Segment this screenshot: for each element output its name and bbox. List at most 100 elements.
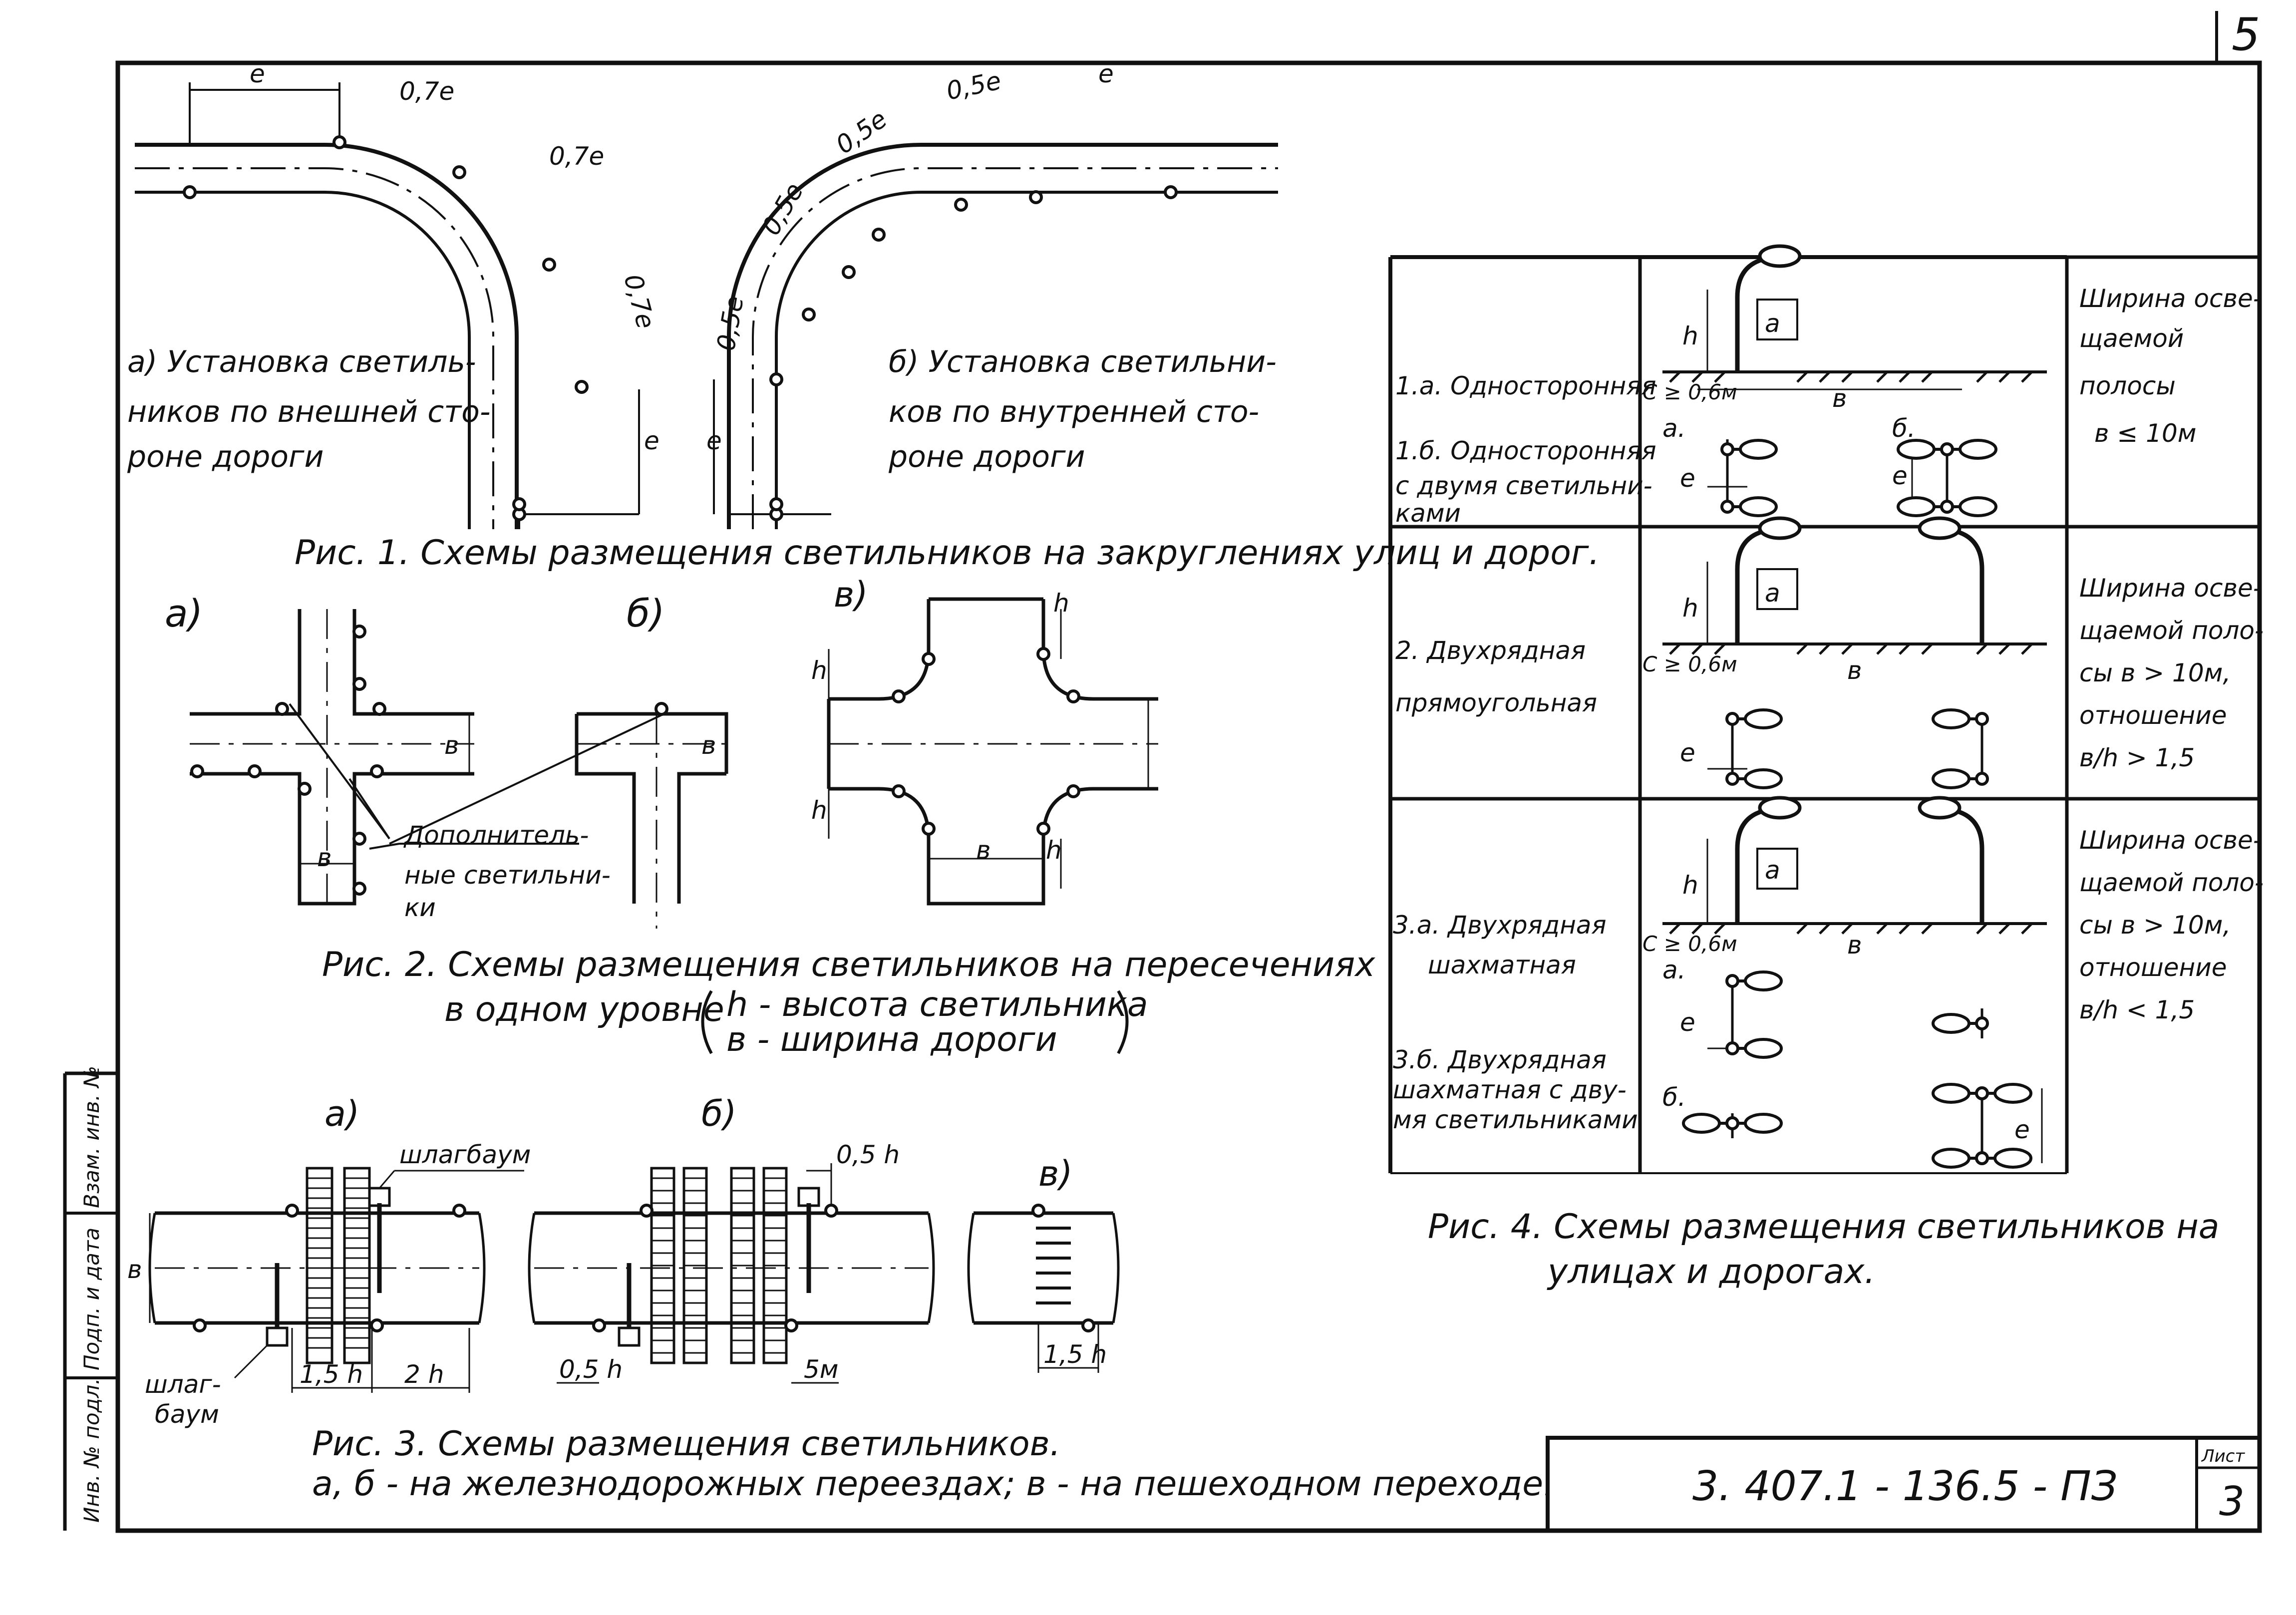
fig2-scheme-a [190, 609, 474, 906]
fig4-row2-fixtures [1727, 710, 1987, 788]
fig4-row3-fixtures [1683, 972, 2031, 1167]
row3-width-1: Ширина осве- [2079, 826, 2262, 855]
fig3-dim-2: 1,5 h [300, 1360, 363, 1389]
fig3-ties-a [307, 1177, 369, 1349]
row2-name-1: 2. Двухрядная [1395, 636, 1586, 665]
fig3-barrier-label: шлагбаум [399, 1140, 531, 1169]
fig3-barrier2-1: шлаг- [145, 1370, 221, 1399]
row3-dim-b: в [1847, 931, 1862, 960]
fig3-dim-4: 0,5 h [836, 1140, 900, 1169]
fig3-label-b: б) [701, 1093, 736, 1134]
fig4-row1-fixtures [1722, 440, 1996, 516]
fig2-note-2: ные светильни- [404, 861, 611, 890]
fig2-lamps-b [656, 703, 667, 714]
fig1-desc-a-1: а) Установка светиль- [127, 344, 476, 379]
row2-width-1: Ширина осве- [2079, 574, 2262, 603]
fig4-row1-text: 1.а. Односторонняя 1.б. Односторонняя с … [1395, 284, 2262, 528]
fig3-caption: Рис. 3. Схемы размещения светильников. а… [312, 1424, 1554, 1504]
dim-b-4: 0,5е [944, 66, 1003, 106]
fig4-caption: Рис. 4. Схемы размещения светильников на… [1428, 1207, 2219, 1292]
row1-width-3: полосы [2079, 371, 2176, 400]
fig3-label-a: а) [325, 1093, 359, 1134]
sheet-label: Лист [2201, 1446, 2245, 1466]
fig2-caption: Рис. 2. Схемы размещения светильников на… [322, 945, 1375, 1059]
dim-a-2: 0,7е [399, 77, 454, 106]
row1-name-4: ками [1395, 499, 1461, 528]
fig3-dim-6: 5м [804, 1355, 839, 1384]
fig2-dim-4: в [976, 836, 990, 865]
row3-dim-a: a [1765, 856, 1780, 885]
frame [63, 11, 2262, 1533]
fig3-caption-2: а, б - на железнодорожных переездах; в -… [312, 1464, 1554, 1504]
fig1-desc-b: б) Установка светильни- ков по внутренне… [888, 344, 1277, 474]
stamp-code: 3. 407.1 - 136.5 - ПЗ [1692, 1463, 2117, 1510]
fig3-scheme-a [148, 1167, 524, 1393]
fig2-scheme-c [827, 597, 1158, 906]
row1-dim-e2: е [1892, 461, 1908, 490]
row2-dim-b: в [1847, 656, 1862, 685]
fig2-label-b: б) [627, 591, 665, 636]
dim-a-1: е [250, 59, 265, 88]
row1-width-4: в ≤ 10м [2094, 419, 2197, 448]
top-page-number: 5 [2232, 8, 2260, 61]
dim-b-5: е [1098, 59, 1114, 88]
fig2-caption-1: Рис. 2. Схемы размещения светильников на… [322, 945, 1375, 984]
fig4-row3-text: 3.а. Двухрядная шахматная 3.б. Двухрядна… [1393, 826, 2264, 1144]
row1-name-3: с двумя светильни- [1395, 471, 1652, 500]
fig1-desc-b-2: ков по внутренней сто- [889, 394, 1259, 429]
fig3-dim-7: 1,5 h [1043, 1340, 1107, 1369]
row2-width-5: в/h > 1,5 [2079, 743, 2195, 772]
fig3-dims: шлагбаум шлаг- баум в 1,5 h 2 h 0,5 h 0,… [127, 1140, 1107, 1429]
fig1-scheme-b [713, 143, 1278, 529]
fig2-dim-8: h [1046, 836, 1062, 865]
row2-name-2: прямоугольная [1395, 688, 1597, 717]
row1-dim-c: С ≥ 0,6м [1642, 380, 1737, 404]
fig1-desc-a: а) Установка светиль- ников по внешней с… [127, 344, 491, 474]
fig4-table [1388, 255, 2260, 1174]
row1-dim-a: a [1765, 309, 1780, 338]
row1-name-1: 1.а. Односторонняя [1395, 371, 1656, 400]
row3-dim-e1: е [1680, 1008, 1695, 1037]
fig1-desc-a-3: роне дороги [127, 439, 324, 474]
fig1-desc-b-1: б) Установка светильни- [889, 344, 1277, 379]
side-stamp-1: Инв. № подл. [79, 1378, 104, 1523]
fig3-dim-5: 0,5 h [559, 1355, 623, 1384]
dim-b-1: 0,5е [711, 294, 749, 353]
dim-b-6: е [706, 426, 722, 455]
row2-width-2: щаемой поло- [2079, 616, 2264, 645]
row1-width-2: щаемой [2079, 324, 2184, 353]
row3-sub-b: б. [1662, 1083, 1686, 1112]
fig3-scheme-b [528, 1163, 935, 1384]
row1-dim-e1: е [1680, 464, 1695, 493]
row1-width-1: Ширина осве- [2079, 284, 2262, 313]
side-stamp: Инв. № подл. Подп. и дата Взам. инв. № [79, 1066, 104, 1523]
row2-dim-a: a [1765, 579, 1780, 608]
fig2-label-c: в) [834, 574, 868, 615]
row1-sub-a: а. [1662, 414, 1686, 443]
row3-width-3: сы в > 10м, [2079, 911, 2231, 940]
row3-width-2: щаемой поло- [2079, 868, 2264, 897]
row1-dim-h: h [1682, 322, 1698, 350]
row2-width-4: отношение [2079, 701, 2227, 730]
row3-name-2: шахматная [1428, 951, 1576, 979]
fig2-legend-2: в - ширина дороги [726, 1020, 1057, 1059]
fig4-row3-graphic [1662, 798, 2047, 1163]
fig2-leaders [289, 703, 664, 850]
row2-dim-c: С ≥ 0,6м [1642, 652, 1737, 676]
row3-width-4: отношение [2079, 953, 2227, 982]
fig2-label-a: а) [165, 591, 203, 636]
fig2-legend-bracket-right [1117, 990, 1129, 1054]
fig1-desc-b-3: роне дороги [888, 439, 1085, 474]
fig4-caption-2: улицах и дорогах. [1547, 1252, 1875, 1292]
dim-a-3: 0,7е [549, 142, 604, 171]
dim-a-4: 0,7е [618, 271, 660, 332]
fig3-ties-b [652, 1177, 786, 1354]
dim-b-3: 0,5е [831, 104, 893, 160]
row3-dim-c: С ≥ 0,6м [1642, 932, 1737, 956]
fig2-labels: а) б) в) [165, 574, 868, 636]
row3-sub-a: а. [1662, 956, 1686, 984]
row3-name-4: шахматная с дву- [1393, 1075, 1627, 1104]
row2-dim-e: е [1680, 738, 1695, 767]
fig3-lamps-c [1033, 1205, 1094, 1331]
